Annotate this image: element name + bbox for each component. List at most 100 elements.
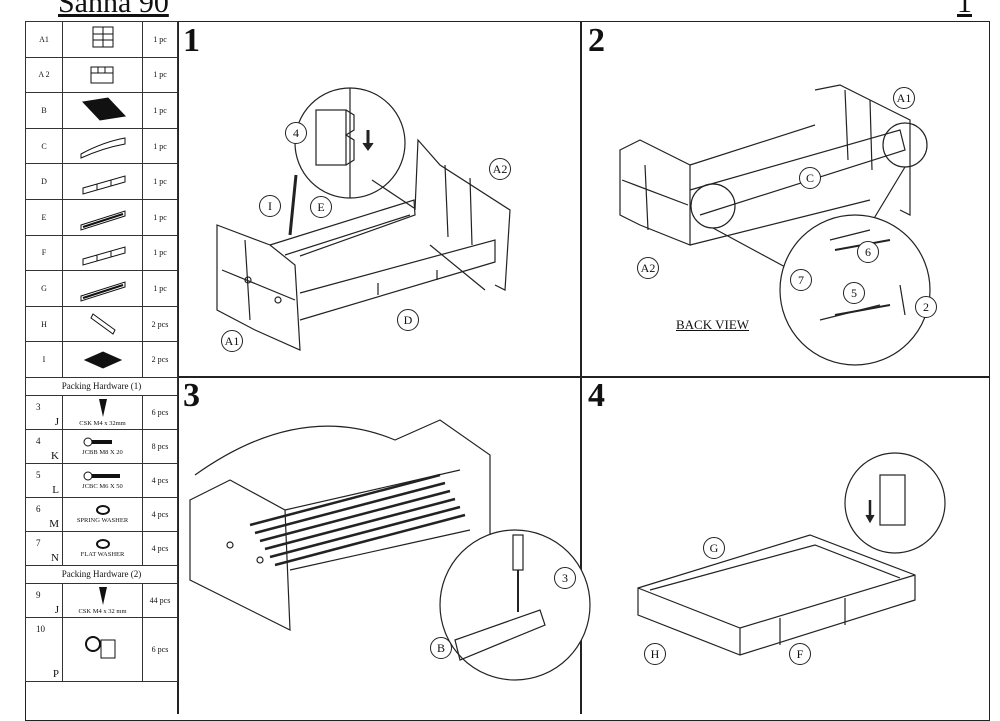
hardware-description: JCBC M6 X 50	[62, 462, 143, 498]
callout-hardware-6: 6	[857, 241, 879, 263]
hardware-number: 10	[36, 623, 45, 634]
parts-row: I 2 pcs	[25, 341, 178, 378]
hardware-spec: CSK M4 x 32 mm	[78, 607, 127, 615]
drawer-side-icon	[89, 313, 116, 335]
callout-hardware-7: 7	[790, 269, 812, 291]
callout-part-c: C	[799, 167, 821, 189]
hardware-number: 3	[36, 401, 41, 412]
step4-drawer-drawing	[637, 452, 946, 656]
hardware-number: 9	[36, 589, 41, 600]
front-rail-icon	[82, 175, 125, 195]
hardware-description: CSK M4 x 32 mm	[62, 582, 143, 618]
hardware-quantity: 4 pcs	[142, 462, 178, 498]
hardware-description: SPRING WASHER	[62, 496, 143, 532]
callout-hardware-2: 2	[915, 296, 937, 318]
hardware-number: 6	[36, 503, 41, 514]
callout-part-f: F	[789, 643, 811, 665]
hardware-spec: CSK M4 x 32mm	[79, 419, 126, 427]
document-title: Sanna 90	[58, 0, 169, 19]
hardware-quantity: 4 pcs	[142, 496, 178, 532]
callout-hardware-3: 3	[554, 567, 576, 589]
part-illustration	[62, 341, 143, 378]
step-number-3: 3	[183, 377, 200, 414]
divider	[177, 376, 990, 378]
hardware-number: 5	[36, 469, 41, 480]
page-number: 1	[957, 0, 972, 19]
hardware-spec: FLAT WASHER	[80, 550, 125, 558]
hardware-quantity: 6 pcs	[142, 616, 178, 682]
screw-icon	[98, 398, 107, 417]
part-illustration	[62, 127, 143, 165]
callout-hardware-4: 4	[285, 122, 307, 144]
parts-row: E 1 pc	[25, 198, 178, 236]
drawer-rail-icon	[80, 281, 125, 303]
parts-row: C 1 pc	[25, 127, 178, 165]
hardware-letter: L	[52, 483, 59, 496]
hardware-description	[62, 616, 143, 682]
drawer-front-icon	[82, 246, 125, 266]
hardware-number: 7	[36, 537, 41, 548]
part-code: H	[25, 305, 63, 343]
step-number-2: 2	[588, 22, 605, 59]
part-code: C	[25, 127, 63, 165]
washer-icon	[95, 504, 110, 515]
part-quantity: 1 pc	[142, 21, 178, 58]
step-number-4: 4	[588, 377, 605, 414]
callout-part-a1: A1	[893, 87, 915, 109]
part-code: F	[25, 234, 63, 272]
callout-part-i: I	[259, 195, 281, 217]
part-illustration	[62, 198, 143, 236]
step3-slats-drawing	[189, 419, 591, 681]
headboard-panel-icon	[92, 26, 113, 48]
washer-icon	[95, 538, 110, 549]
hardware-number: 4	[36, 435, 41, 446]
parts-row: D 1 pc	[25, 163, 178, 200]
step-number-1: 1	[183, 22, 200, 59]
divider	[177, 21, 179, 714]
part-code: G	[25, 270, 63, 307]
step2-back-view-drawing	[619, 84, 931, 366]
part-illustration	[62, 163, 143, 200]
drawer-base-icon	[83, 351, 122, 369]
hardware-letter: J	[54, 603, 59, 616]
callout-hardware-5: 5	[843, 282, 865, 304]
hardware-letter: K	[51, 449, 59, 462]
parts-row: F 1 pc	[25, 234, 178, 272]
hardware-spec: SPRING WASHER	[76, 516, 129, 524]
slat-base-icon	[81, 97, 126, 122]
hardware-letter: M	[49, 517, 59, 530]
callout-part-a1: A1	[221, 330, 243, 352]
part-code: E	[25, 198, 63, 236]
hardware-spec: JCBB M8 X 20	[82, 448, 123, 456]
hardware-letter: N	[51, 551, 59, 564]
screw-icon	[98, 586, 107, 605]
parts-row: B 1 pc	[25, 92, 178, 129]
hardware-description: CSK M4 x 32mm	[62, 394, 143, 430]
hardware-letter: P	[52, 667, 59, 680]
divider	[580, 21, 582, 714]
back-rail-icon	[80, 137, 125, 159]
bolt-icon	[83, 471, 120, 481]
step1-bed-frame-drawing	[216, 87, 511, 351]
hardware-description: FLAT WASHER	[62, 530, 143, 566]
callout-part-d: D	[397, 309, 419, 331]
callout-part-g: G	[703, 537, 725, 559]
bolt-icon	[83, 437, 112, 447]
part-quantity: 2 pcs	[142, 305, 178, 343]
side-panel-icon	[90, 66, 113, 84]
hardware-letter: J	[54, 415, 59, 428]
castor-wheel-icon	[84, 636, 115, 659]
hardware-quantity: 8 pcs	[142, 428, 178, 464]
